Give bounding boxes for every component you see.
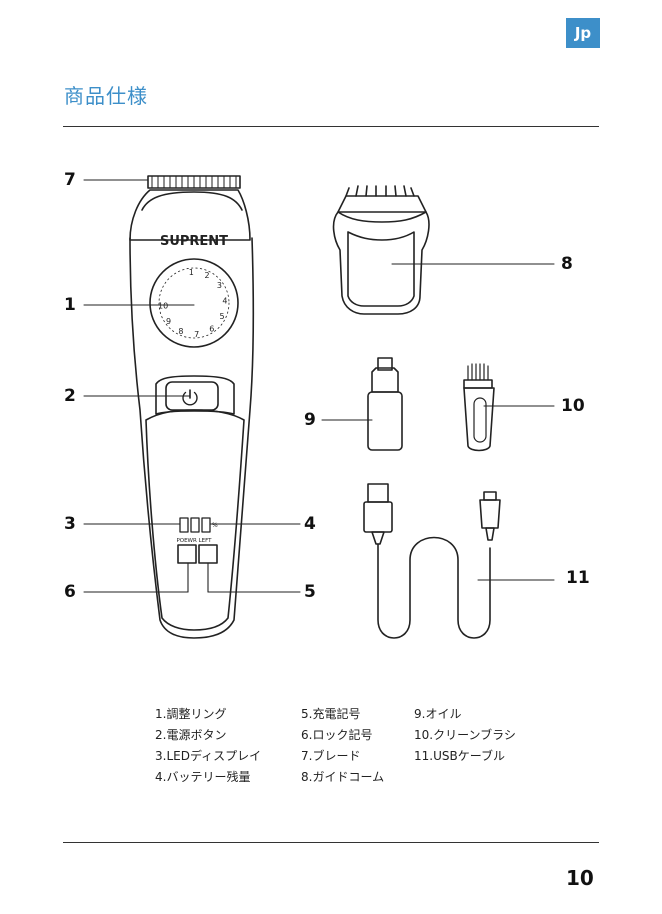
- legend-item: 10.クリーンブラシ: [414, 725, 516, 746]
- legend-column-2: 5.充電記号 6.ロック記号 7.ブレード 8.ガイドコーム: [301, 704, 384, 788]
- dial-number: 9: [166, 317, 171, 326]
- callout-3: 3: [64, 514, 76, 534]
- callout-7: 7: [64, 170, 76, 190]
- led-display: [180, 518, 210, 532]
- oil-bottle-illustration: [368, 358, 402, 450]
- legend-item: 11.USBケーブル: [414, 746, 516, 767]
- callout-1: 1: [64, 295, 76, 315]
- legend-item: 2.電源ボタン: [155, 725, 261, 746]
- dial-number: 3: [217, 281, 222, 290]
- dial-number: 4: [222, 296, 227, 305]
- power-icon: [183, 390, 197, 405]
- display-unit: %: [212, 522, 218, 529]
- bottom-divider: [63, 842, 599, 843]
- legend-column-1: 1.調整リング 2.電源ボタン 3.LEDディスプレイ 4.バッテリー残量: [155, 704, 261, 788]
- callout-11: 11: [566, 568, 590, 588]
- dial-number: 1: [189, 268, 194, 277]
- legend-item: 8.ガイドコーム: [301, 767, 384, 788]
- legend-item: 5.充電記号: [301, 704, 384, 725]
- page-number: 10: [566, 866, 594, 890]
- callout-10: 10: [561, 396, 585, 416]
- legend-item: 9.オイル: [414, 704, 516, 725]
- dial-number: 6: [209, 324, 214, 333]
- dial-number: 8: [178, 327, 183, 336]
- dial-number: 10: [158, 302, 168, 311]
- display-sublabel: POEWR LEFT: [176, 538, 212, 544]
- callout-4: 4: [304, 514, 316, 534]
- usb-icon: [368, 484, 388, 502]
- callout-8: 8: [561, 254, 573, 274]
- callout-6: 6: [64, 582, 76, 602]
- callout-9: 9: [304, 410, 316, 430]
- legend-item: 7.ブレード: [301, 746, 384, 767]
- dial-number: 2: [205, 271, 210, 280]
- usb-cable-illustration: [364, 484, 500, 638]
- legend-item: 1.調整リング: [155, 704, 261, 725]
- brand-label: SUPRENT: [160, 234, 228, 249]
- cleaning-brush-illustration: [464, 364, 494, 451]
- dial-number: 7: [194, 330, 199, 339]
- dial-number: 5: [220, 312, 225, 321]
- legend-item: 4.バッテリー残量: [155, 767, 261, 788]
- legend-column-3: 9.オイル 10.クリーンブラシ 11.USBケーブル: [414, 704, 516, 767]
- lock-icon: [178, 545, 196, 563]
- callout-5: 5: [304, 582, 316, 602]
- legend-item: 6.ロック記号: [301, 725, 384, 746]
- guide-comb-illustration: [334, 186, 429, 314]
- legend-item: 3.LEDディスプレイ: [155, 746, 261, 767]
- callout-2: 2: [64, 386, 76, 406]
- charging-icon: [199, 545, 217, 563]
